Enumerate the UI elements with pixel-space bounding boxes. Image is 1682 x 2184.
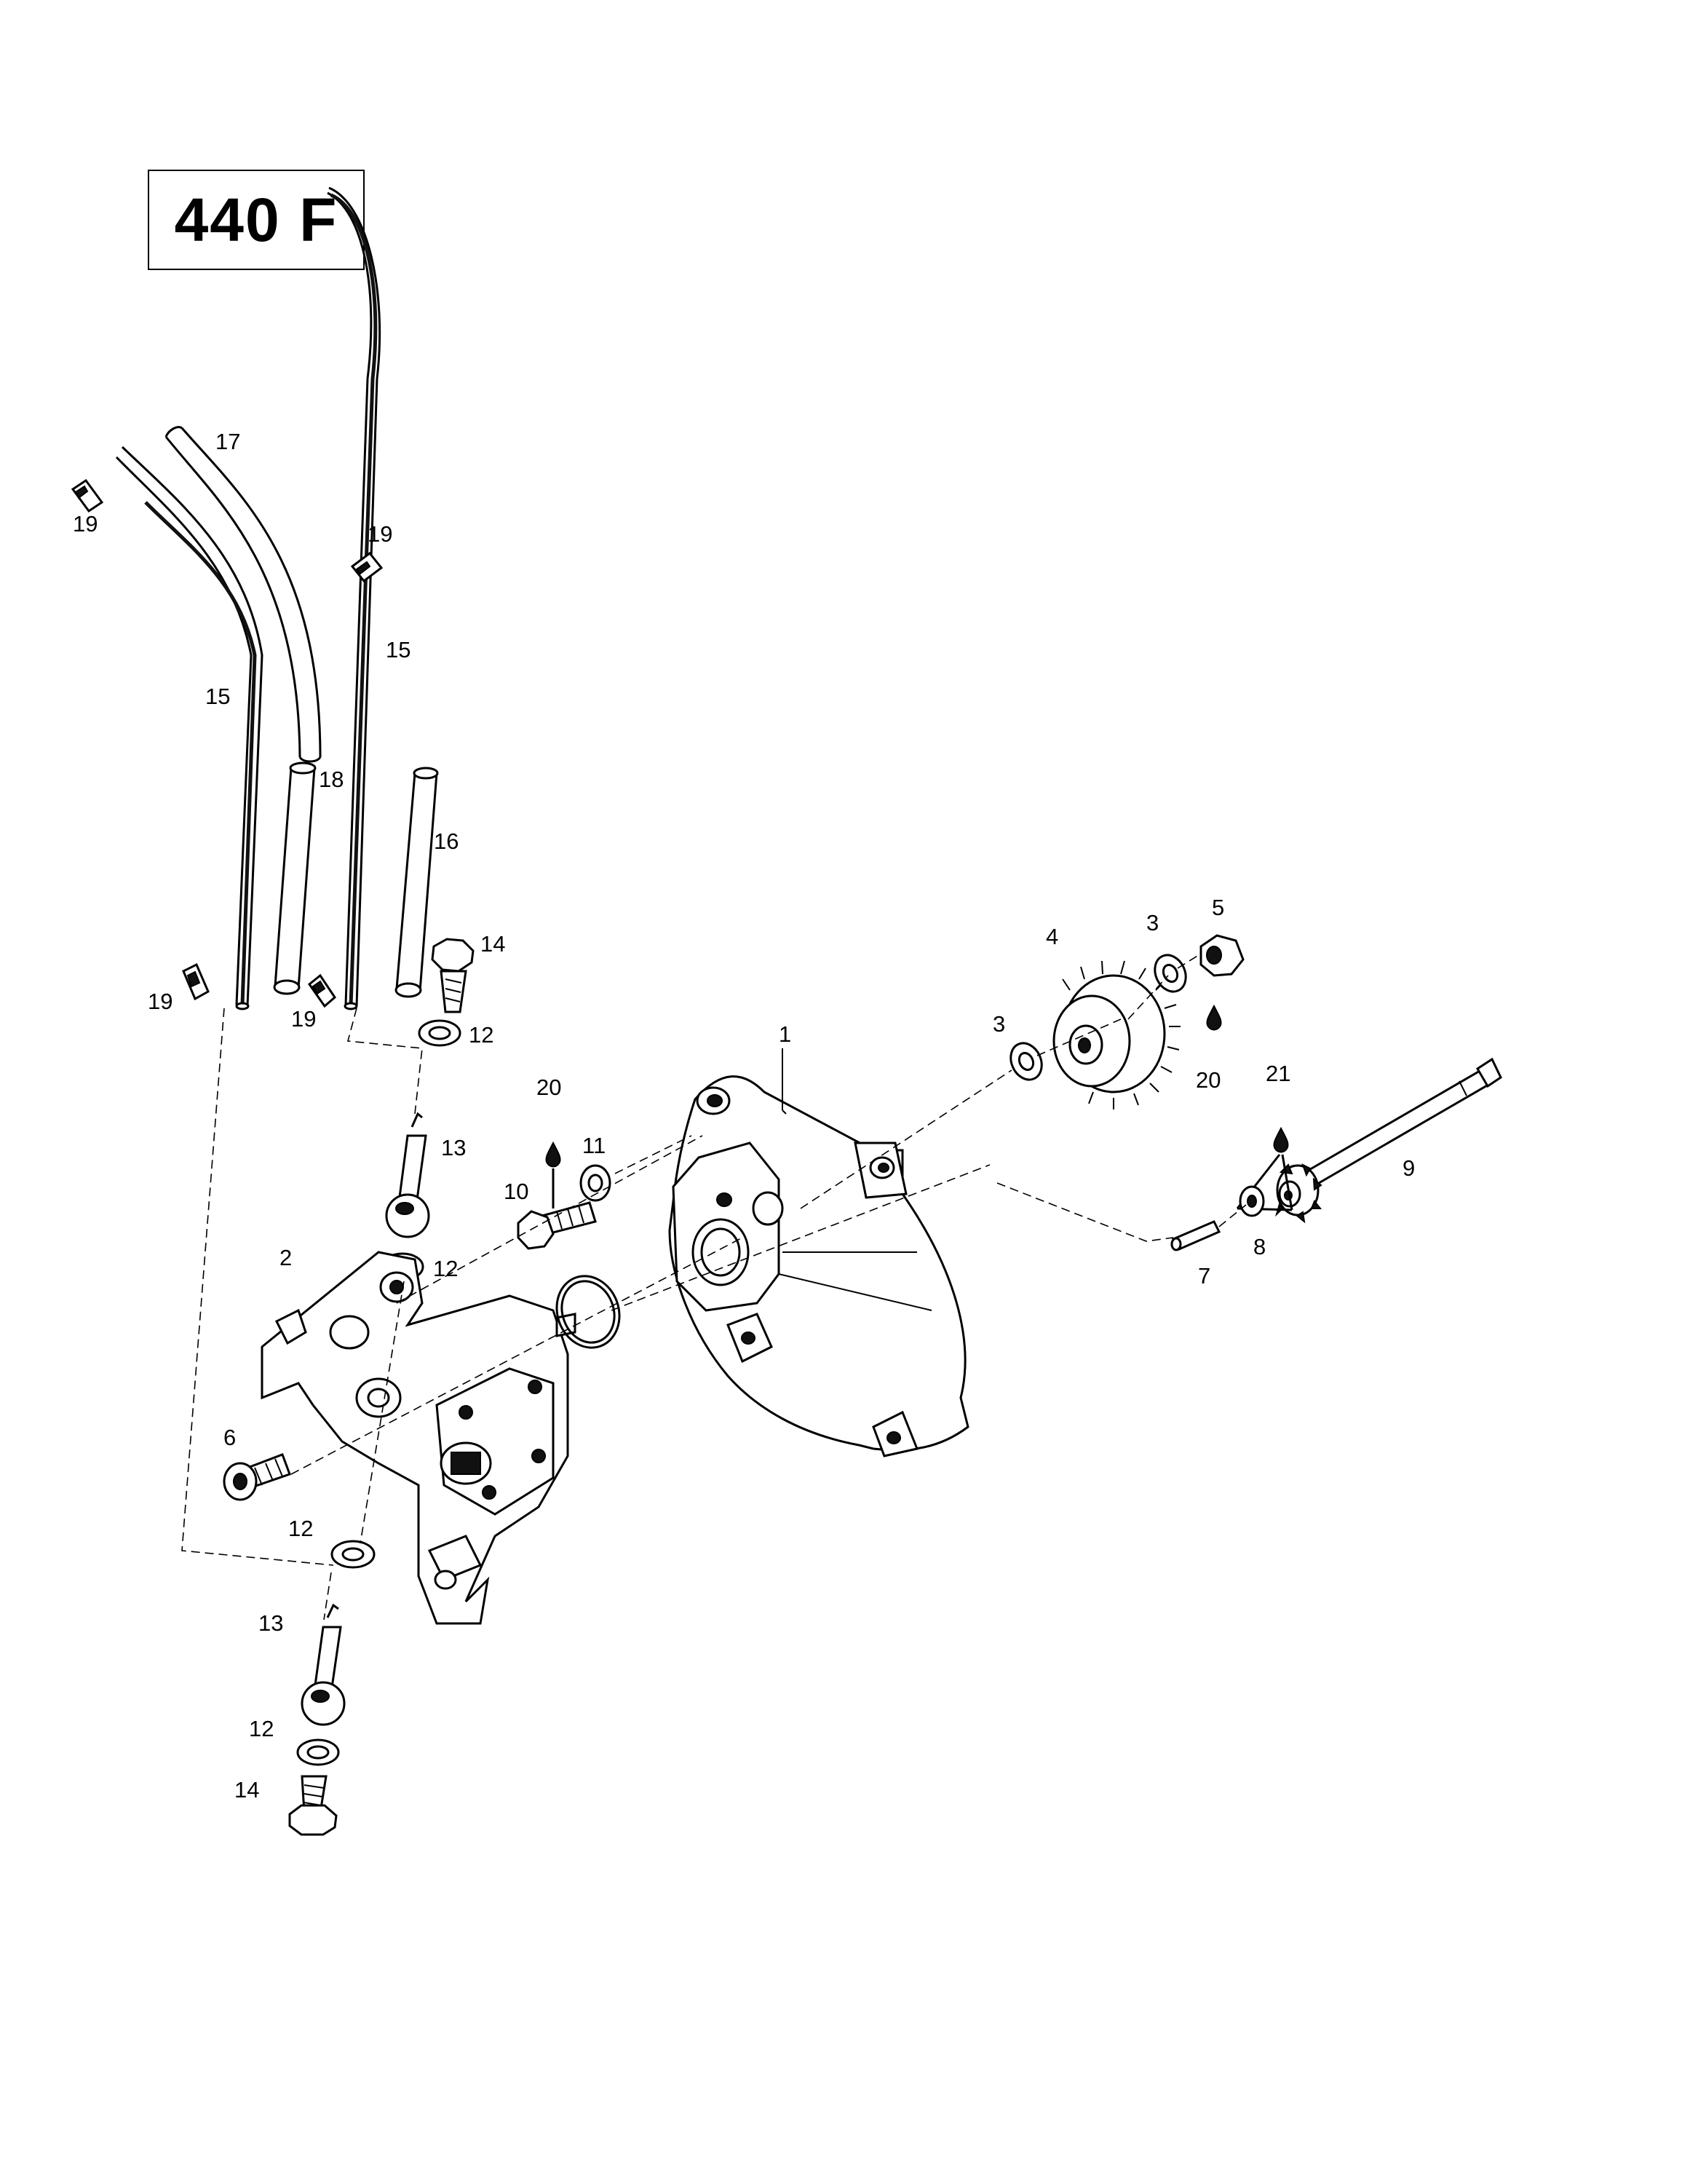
callout-2: 2 xyxy=(279,1245,292,1270)
callout-14: 14 xyxy=(480,931,505,957)
callout-labels: 1 2 3 3 4 5 6 7 8 9 10 11 12 12 12 12 13… xyxy=(73,429,1415,1803)
diagram-title: 440 F xyxy=(148,170,365,270)
callout-21: 21 xyxy=(1266,1061,1290,1086)
hose-15-right xyxy=(327,186,381,1010)
callout-19: 19 xyxy=(148,989,172,1014)
washer-12 xyxy=(296,1738,340,1766)
banjo-bolt-14-bottom xyxy=(288,1775,338,1836)
washer-12 xyxy=(330,1540,376,1569)
callout-13: 13 xyxy=(441,1135,466,1160)
callout-12: 12 xyxy=(249,1716,274,1741)
callout-20: 20 xyxy=(536,1075,561,1100)
banjo-fitting-13-bottom xyxy=(301,1603,346,1726)
washer-11 xyxy=(579,1164,611,1202)
bolt-10 xyxy=(517,1201,597,1250)
callout-10: 10 xyxy=(504,1179,528,1204)
callout-18: 18 xyxy=(319,767,344,792)
callout-3: 3 xyxy=(1146,910,1159,935)
clip-19 xyxy=(182,962,210,1001)
leader-lines xyxy=(782,1048,787,1115)
callout-7: 7 xyxy=(1198,1263,1210,1289)
pump-shaft-9 xyxy=(1301,1057,1502,1190)
callout-12: 12 xyxy=(469,1022,493,1048)
o-ring xyxy=(555,1275,621,1349)
callout-14: 14 xyxy=(234,1777,259,1803)
hose-16 xyxy=(394,767,439,998)
callout-6: 6 xyxy=(223,1425,236,1450)
callout-12: 12 xyxy=(433,1256,458,1281)
washer-3 xyxy=(1154,954,1187,993)
oil-pump-2 xyxy=(261,1251,576,1625)
callout-19: 19 xyxy=(291,1006,316,1032)
callout-13: 13 xyxy=(258,1610,283,1636)
callout-19: 19 xyxy=(73,511,98,537)
nut-5 xyxy=(1199,934,1245,977)
callout-8: 8 xyxy=(1253,1234,1266,1259)
callout-5: 5 xyxy=(1212,895,1224,920)
clip-19 xyxy=(307,973,336,1008)
hose-18 xyxy=(273,761,317,995)
screw-6 xyxy=(223,1453,291,1501)
drive-gear-4 xyxy=(1052,960,1181,1109)
banjo-bolt-14-top xyxy=(431,938,475,1013)
callout-20: 20 xyxy=(1196,1067,1221,1093)
sealant-drop-20 xyxy=(1206,1004,1222,1031)
callout-17: 17 xyxy=(215,429,240,454)
hose-15-left xyxy=(115,446,263,1010)
pump-gear-9 xyxy=(1274,1163,1322,1224)
hose-17 xyxy=(164,426,322,763)
callout-12: 12 xyxy=(288,1516,313,1541)
callout-11: 11 xyxy=(582,1133,606,1158)
callout-19: 19 xyxy=(368,521,392,547)
callout-16: 16 xyxy=(434,828,459,854)
callout-1: 1 xyxy=(779,1021,791,1047)
pin-7 xyxy=(1170,1220,1221,1251)
sealant-drop-20 xyxy=(545,1141,561,1208)
washer-12 xyxy=(418,1019,461,1047)
banjo-fitting-13-top xyxy=(385,1112,430,1238)
callout-15: 15 xyxy=(386,637,410,662)
clip-19 xyxy=(350,551,384,583)
callout-4: 4 xyxy=(1046,924,1058,949)
clip-19 xyxy=(71,478,104,513)
pump-housing-1 xyxy=(668,1075,969,1457)
callout-3: 3 xyxy=(993,1011,1005,1037)
washer-3 xyxy=(1009,1042,1043,1081)
callout-9: 9 xyxy=(1403,1155,1415,1181)
assembly-lines xyxy=(181,953,1247,1621)
callout-15: 15 xyxy=(205,684,230,709)
washer-8 xyxy=(1239,1185,1265,1217)
